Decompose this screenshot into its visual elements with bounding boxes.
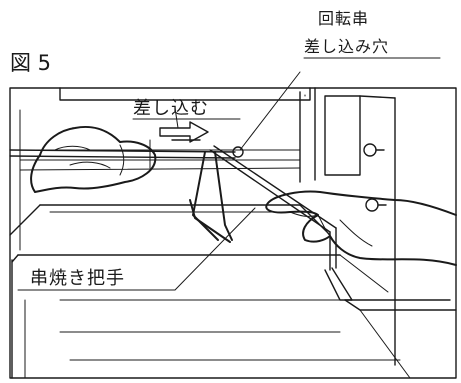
label-insert: 差し込む	[133, 98, 209, 119]
leader-lines	[17, 71, 301, 291]
label-handle: 串焼き把手	[30, 268, 125, 289]
oven-frame	[9, 87, 457, 379]
label-spit-hole-line1: 回転串	[318, 9, 369, 28]
label-spit-hole-line2: 差し込み穴	[304, 37, 389, 56]
chicken-icon	[30, 126, 157, 193]
knob-lower-icon	[365, 198, 387, 212]
hand-icon	[265, 190, 457, 266]
knob-upper-icon	[363, 143, 385, 157]
insert-arrow-icon	[159, 121, 209, 143]
figure-number: 図 5	[10, 51, 51, 75]
rotisserie-spit	[9, 139, 244, 169]
